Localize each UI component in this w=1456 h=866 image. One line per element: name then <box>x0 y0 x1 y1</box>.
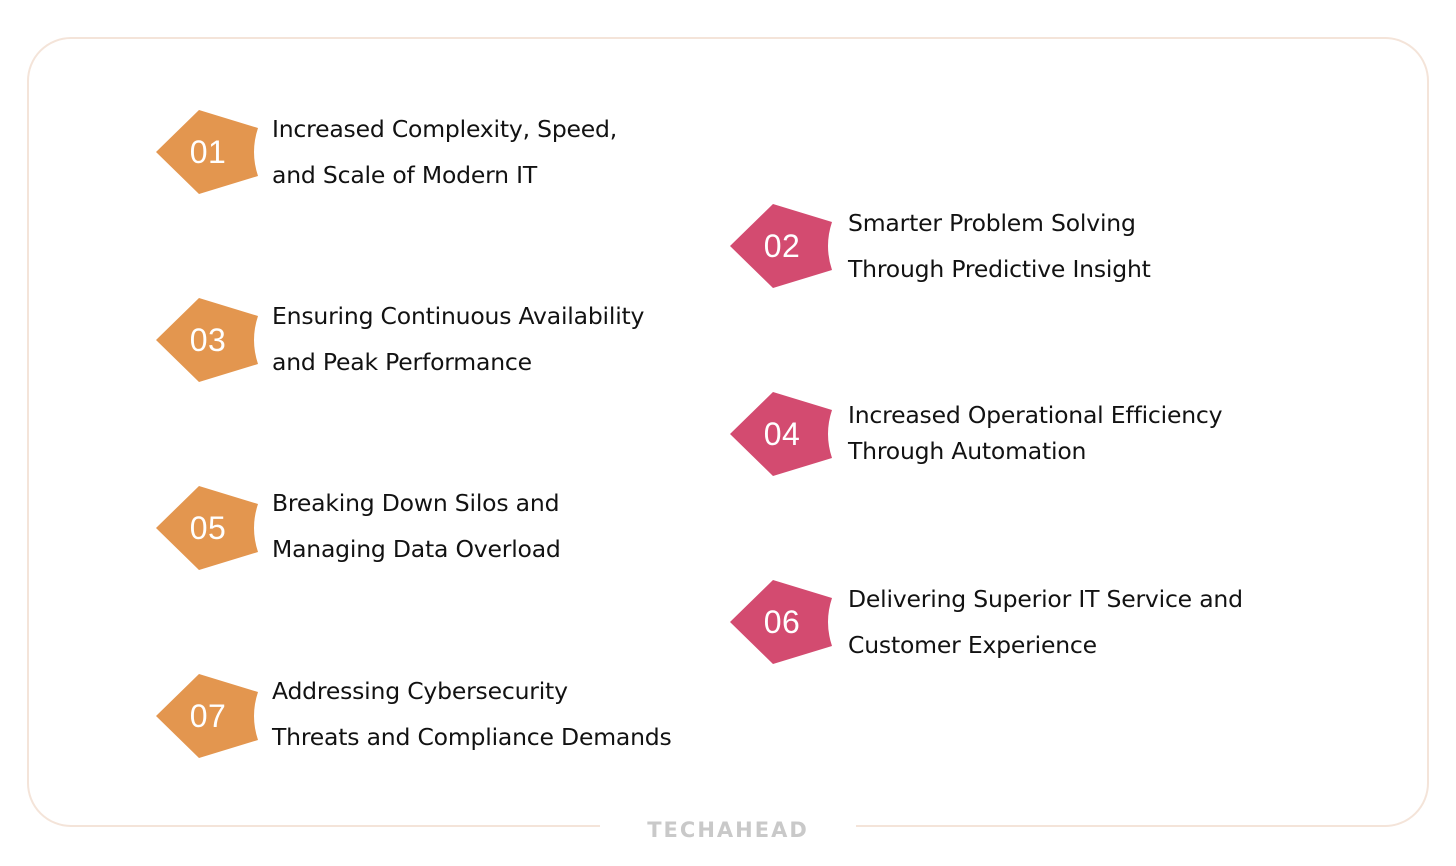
footer-gap <box>600 815 856 845</box>
step-label-05: Breaking Down Silos and Managing Data Ov… <box>272 480 561 572</box>
step-badge-07: 07 <box>156 674 258 758</box>
step-number: 01 <box>189 133 227 170</box>
step-label-02: Smarter Problem Solving Through Predicti… <box>848 200 1151 292</box>
label-line-1: Delivering Superior IT Service and <box>848 585 1243 613</box>
step-label-04: Increased Operational Efficiency Through… <box>848 397 1223 469</box>
step-number: 02 <box>763 227 801 264</box>
label-line-2: and Scale of Modern IT <box>272 161 538 189</box>
label-line-1: Increased Operational Efficiency <box>848 401 1223 429</box>
techahead-logo: TECHAHEAD <box>600 815 856 845</box>
pentagon-badge-icon <box>156 674 258 758</box>
step-number: 04 <box>763 415 801 452</box>
label-line-2: Threats and Compliance Demands <box>272 723 672 751</box>
label-line-1: Increased Complexity, Speed, <box>272 115 618 143</box>
step-badge-03: 03 <box>156 298 258 382</box>
step-badge-04: 04 <box>730 392 832 476</box>
step-badge-02: 02 <box>730 204 832 288</box>
step-number: 03 <box>189 321 227 358</box>
label-line-2: Customer Experience <box>848 631 1097 659</box>
pentagon-badge-icon <box>156 298 258 382</box>
pentagon-badge-icon <box>730 392 832 476</box>
step-label-06: Delivering Superior IT Service and Custo… <box>848 576 1243 668</box>
pentagon-badge-icon <box>156 110 258 194</box>
label-line-1: Addressing Cybersecurity <box>272 677 568 705</box>
label-line-1: Smarter Problem Solving <box>848 209 1136 237</box>
step-label-07: Addressing Cybersecurity Threats and Com… <box>272 668 672 760</box>
step-number: 05 <box>189 509 227 546</box>
step-badge-05: 05 <box>156 486 258 570</box>
pentagon-badge-icon <box>730 204 832 288</box>
step-badge-06: 06 <box>730 580 832 664</box>
label-line-1: Ensuring Continuous Availability <box>272 302 645 330</box>
pentagon-badge-icon <box>730 580 832 664</box>
content-card <box>27 37 1429 827</box>
label-line-2: Managing Data Overload <box>272 535 561 563</box>
step-number: 06 <box>763 603 801 640</box>
step-label-01: Increased Complexity, Speed, and Scale o… <box>272 106 617 198</box>
label-line-2: Through Automation <box>848 437 1087 465</box>
step-number: 07 <box>189 697 227 734</box>
pentagon-badge-icon <box>156 486 258 570</box>
step-badge-01: 01 <box>156 110 258 194</box>
label-line-1: Breaking Down Silos and <box>272 489 560 517</box>
label-line-2: and Peak Performance <box>272 348 532 376</box>
step-label-03: Ensuring Continuous Availability and Pea… <box>272 293 644 385</box>
label-line-2: Through Predictive Insight <box>848 255 1151 283</box>
logo-text: TECHAHEAD <box>647 818 809 842</box>
